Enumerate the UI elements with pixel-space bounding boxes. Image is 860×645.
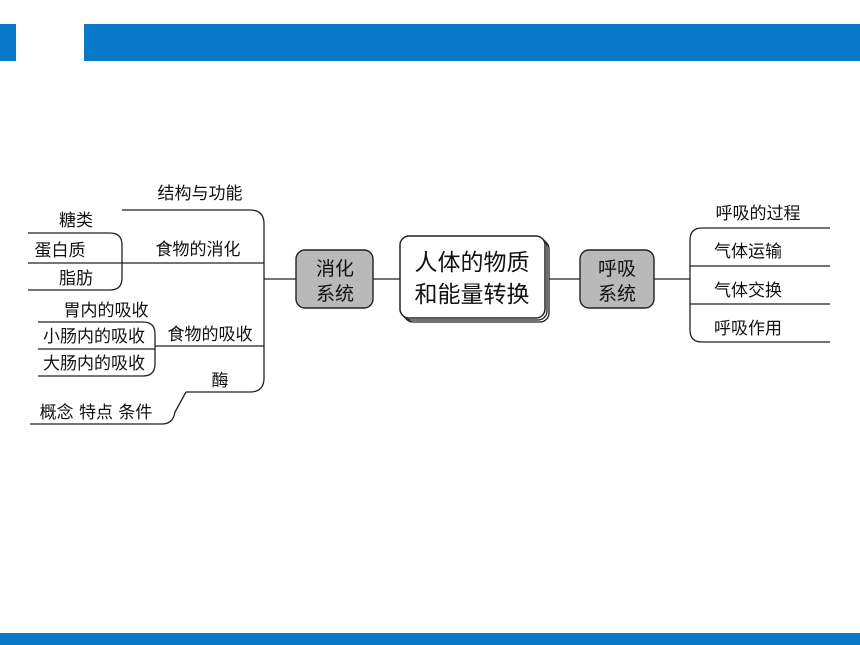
label-gas-transport: 气体运输 bbox=[714, 242, 782, 262]
label-structure-function: 结构与功能 bbox=[158, 184, 243, 204]
respiration-title-line2: 系统 bbox=[598, 283, 636, 305]
label-enzyme-details: 概念 特点 条件 bbox=[40, 402, 153, 423]
digestion-title-line2: 系统 bbox=[316, 283, 354, 305]
header-bar bbox=[84, 24, 860, 61]
label-sugar: 糖类 bbox=[59, 211, 93, 231]
central-node: 人体的物质 和能量转换 bbox=[399, 235, 550, 323]
central-title-line1: 人体的物质 bbox=[415, 250, 530, 276]
label-respiration-process: 呼吸的过程 bbox=[716, 204, 801, 224]
label-gas-exchange: 气体交换 bbox=[714, 281, 782, 301]
label-large-intestine-absorption: 大肠内的吸收 bbox=[43, 354, 145, 374]
label-enzyme: 酶 bbox=[212, 371, 229, 391]
label-cellular-respiration: 呼吸作用 bbox=[714, 319, 782, 339]
digestion-node: 消化 系统 bbox=[295, 249, 374, 309]
label-stomach-absorption: 胃内的吸收 bbox=[64, 301, 149, 321]
sub-bracket-food-digestion bbox=[28, 232, 123, 291]
right-bracket bbox=[689, 227, 830, 343]
digestion-title-line1: 消化 bbox=[316, 258, 354, 280]
footer-bar bbox=[0, 633, 860, 645]
header-bar-left bbox=[0, 24, 16, 61]
central-title-line2: 和能量转换 bbox=[415, 282, 530, 308]
respiration-node: 呼吸 系统 bbox=[579, 249, 655, 309]
label-fat: 脂肪 bbox=[59, 269, 93, 289]
label-protein: 蛋白质 bbox=[35, 241, 86, 261]
left-bracket bbox=[122, 209, 265, 393]
respiration-title-line1: 呼吸 bbox=[598, 258, 636, 280]
label-food-absorption: 食物的吸收 bbox=[168, 325, 253, 345]
label-food-digestion: 食物的消化 bbox=[156, 240, 241, 260]
sub-bracket-enzyme bbox=[30, 391, 187, 425]
label-small-intestine-absorption: 小肠内的吸收 bbox=[43, 327, 145, 347]
